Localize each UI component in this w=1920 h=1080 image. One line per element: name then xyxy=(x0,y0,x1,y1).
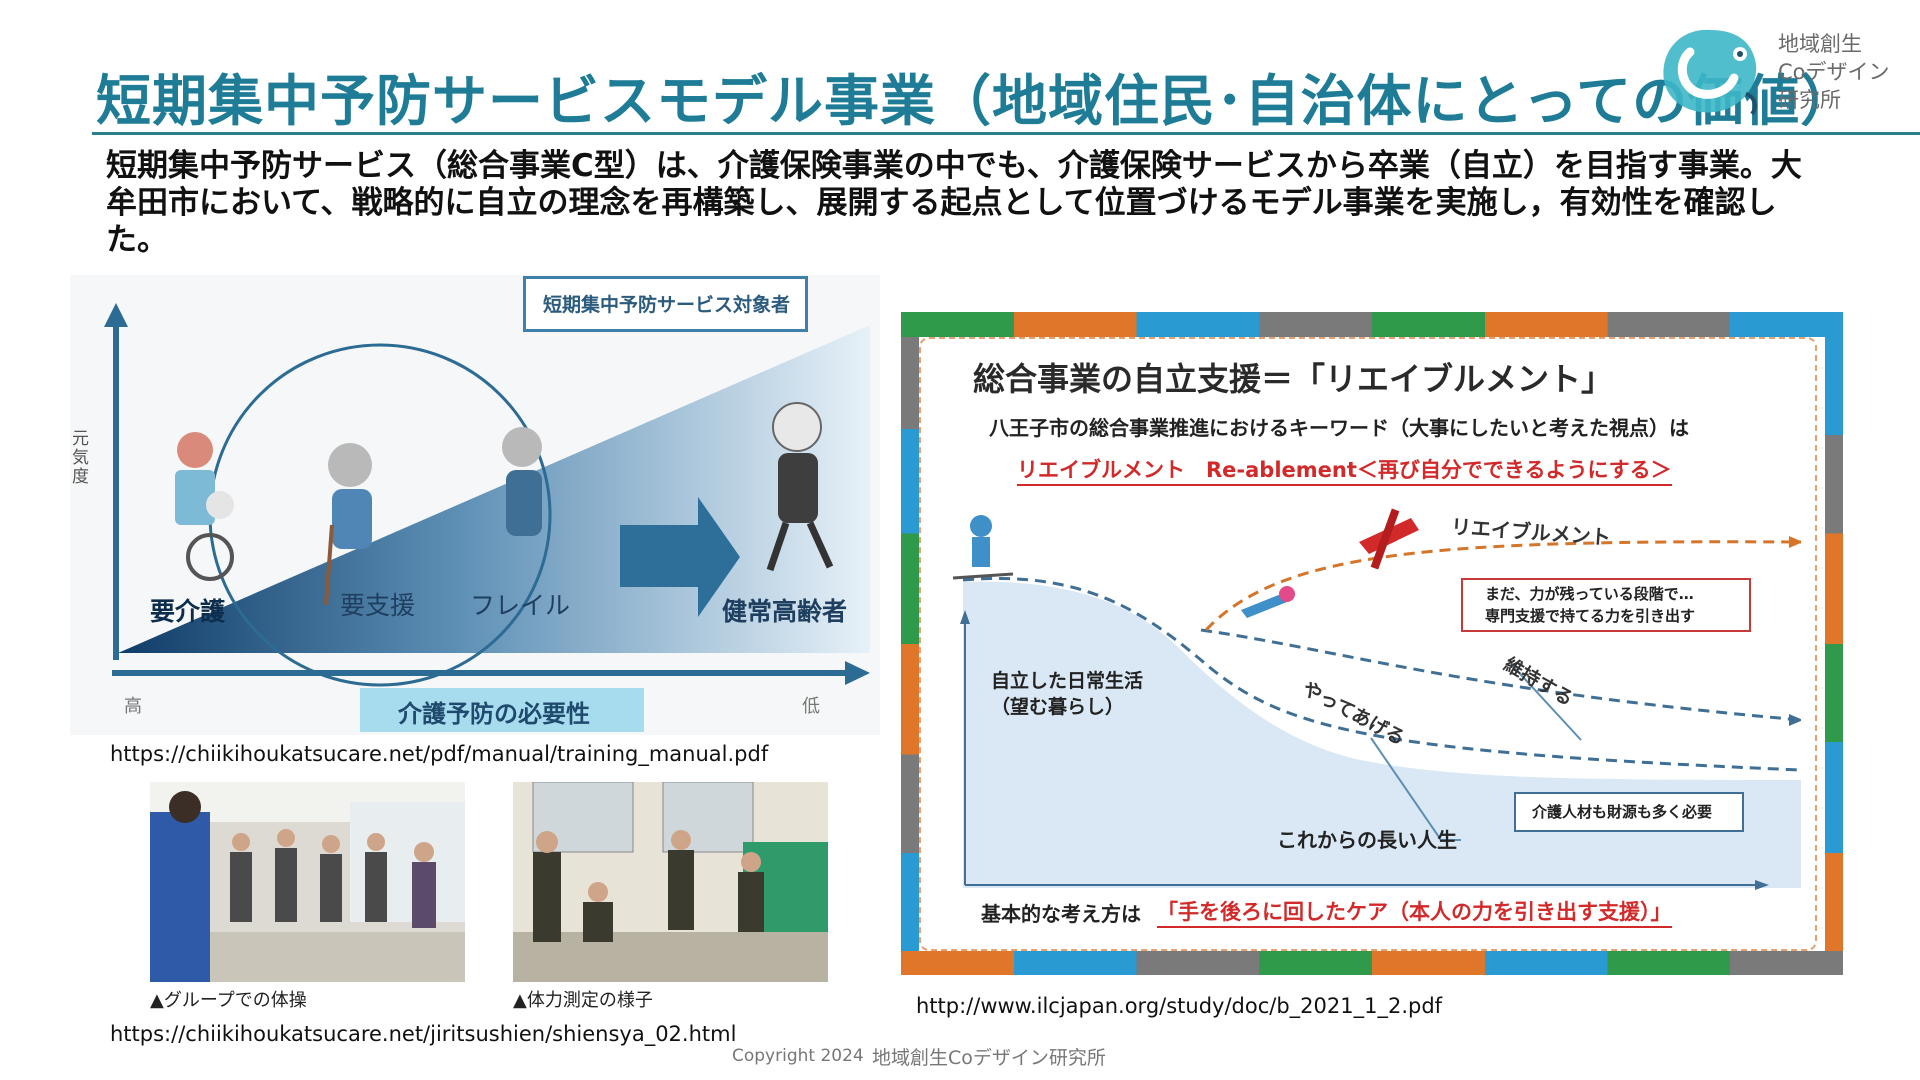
footer-org: 地域創生Coデザイン研究所 xyxy=(872,1047,1106,1069)
note-box: まだ、力が残っている段階で… 専門支援で持てる力を引き出す xyxy=(1461,578,1751,632)
panel-title: 総合事業の自立支援＝「リエイブルメント」 xyxy=(973,360,1614,398)
logo-line-2: Coデザイン xyxy=(1778,60,1890,84)
border-stripe-bottom xyxy=(901,951,1843,975)
prevention-need-diagram xyxy=(70,275,880,735)
logo-text: 地域創生 Coデザイン 研究所 xyxy=(1778,30,1890,114)
stage-frailty: フレイル xyxy=(470,591,571,620)
logo-mark-icon xyxy=(1663,29,1757,116)
x-axis-label: 介護予防の必要性 xyxy=(398,700,590,728)
photo-caption-fitness-measurement: ▲体力測定の様子 xyxy=(513,990,653,1011)
panel-subtitle: 八王子市の総合事業推進におけるキーワード（大事にしたいと考えた視点）は xyxy=(989,416,1689,440)
stage-care-needed: 要介護 xyxy=(150,597,226,626)
logo-line-3: 研究所 xyxy=(1778,88,1841,112)
target-label-box xyxy=(523,276,808,332)
cost-box: 介護人材も財源も多く必要 xyxy=(1514,792,1744,832)
title-divider xyxy=(92,132,1920,135)
photo-fitness-measurement xyxy=(513,782,828,982)
y-axis-label-block: 自立した日常生活 （望む暮らし） xyxy=(991,668,1143,720)
stage-healthy-elderly: 健常高齢者 xyxy=(722,597,848,626)
page-title: 短期集中予防サービスモデル事業（地域住民･自治体にとっての価値） xyxy=(96,69,1857,133)
x-axis-low: 低 xyxy=(802,696,820,717)
photo-group-exercise xyxy=(150,782,465,982)
bottom-prefix: 基本的な考え方は xyxy=(981,902,1141,926)
x-axis-label-box xyxy=(360,688,644,732)
border-stripe-top xyxy=(901,312,1843,337)
target-label-text: 短期集中予防サービス対象者 xyxy=(543,294,791,316)
note-line-2: 専門支援で持てる力を引き出す xyxy=(1485,607,1696,625)
y-label-line-2: （望む暮らし） xyxy=(991,696,1125,718)
logo-line-1: 地域創生 xyxy=(1778,32,1862,56)
cost-box-text: 介護人材も財源も多く必要 xyxy=(1532,803,1713,821)
photos-source: https://chiikihoukatsucare.net/jiritsush… xyxy=(110,1022,737,1046)
right-figure-source: http://www.ilcjapan.org/study/doc/b_2021… xyxy=(916,994,1443,1018)
footer-copyright: Copyright 2024 xyxy=(732,1046,864,1066)
y-label-line-1: 自立した日常生活 xyxy=(991,670,1144,692)
y-axis-label: 元気度 xyxy=(72,429,89,487)
x-axis-label-life: これからの長い人生 xyxy=(1277,828,1457,852)
x-axis-high: 高 xyxy=(124,696,142,717)
reablement-panel: 総合事業の自立支援＝「リエイブルメント」 八王子市の総合事業推進におけるキーワー… xyxy=(901,312,1843,975)
border-stripe-right xyxy=(1825,337,1843,951)
panel-keyword: リエイブルメント Re-ablement＜再び自分でできるようにする＞ xyxy=(1017,454,1672,486)
lead-paragraph: 短期集中予防サービス（総合事業C型）は、介護保険事業の中でも、介護保険サービスか… xyxy=(106,148,1802,258)
note-line-1: まだ、力が残っている段階で… xyxy=(1485,585,1694,603)
stage-support-needed: 要支援 xyxy=(340,591,416,620)
photo-caption-group-exercise: ▲グループでの体操 xyxy=(150,990,307,1011)
bottom-emphasis: 「手を後ろに回したケア（本人の力を引き出す支援）」 xyxy=(1157,896,1672,928)
left-figure-source: https://chiikihoukatsucare.net/pdf/manua… xyxy=(110,742,769,766)
border-stripe-left xyxy=(901,337,919,951)
